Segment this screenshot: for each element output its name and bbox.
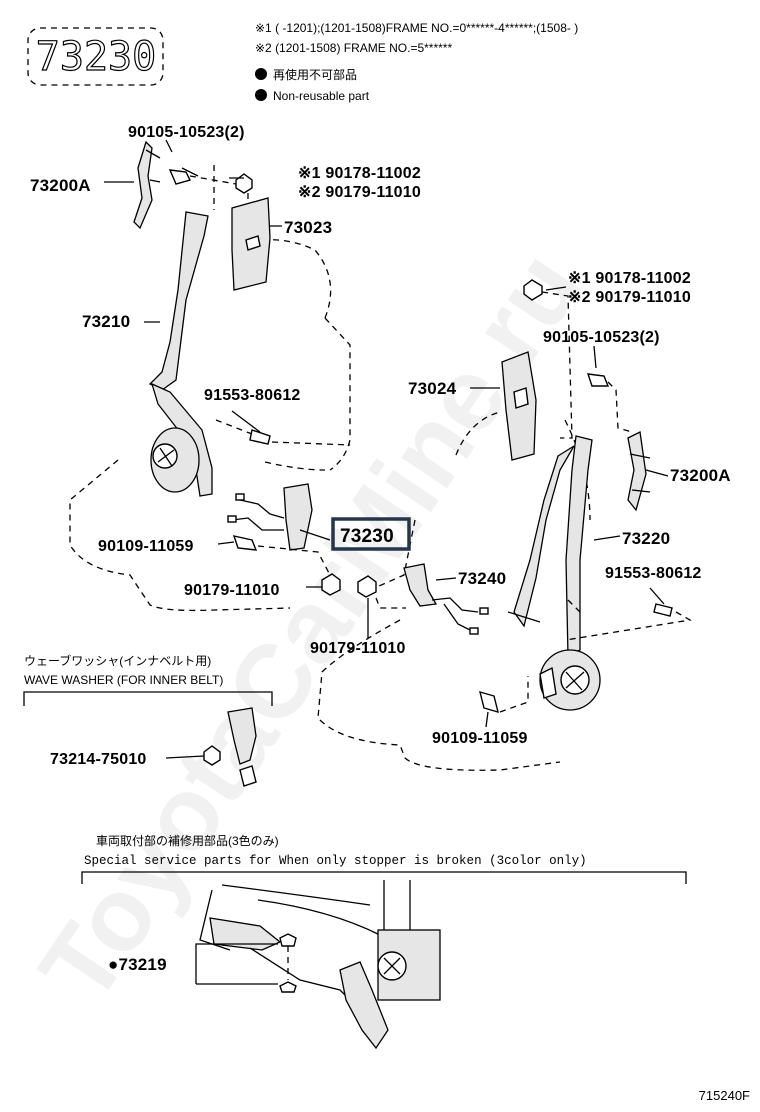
highlight-box	[331, 517, 411, 551]
special-title-jp: 車両取付部の補修用部品(3色のみ)	[96, 833, 279, 848]
right-nut-upper	[523, 279, 543, 301]
special-title-en: Special service parts for When only stop…	[84, 854, 587, 868]
label-cover-left: 73023	[284, 218, 332, 237]
right-anchor-73200A	[627, 431, 651, 512]
left-seat-outline	[69, 239, 351, 612]
special-bracket	[81, 871, 687, 884]
right-cover-73024	[501, 351, 537, 461]
non-reusable-dot-icon	[255, 89, 267, 101]
left-anchor-73200A	[133, 140, 161, 230]
left-nut-upper	[235, 173, 253, 194]
label-bolt-left: 90105-10523(2)	[128, 124, 245, 141]
label-buckle-right: 73240	[458, 569, 506, 588]
right-screw-dash	[565, 599, 692, 641]
wave-washer-part-label: 73214-75010	[50, 751, 147, 768]
right-belt-73220	[507, 435, 601, 711]
right-lower-dash	[375, 597, 529, 713]
right-leader-lines	[367, 286, 669, 728]
figure-id: 715240F	[699, 1088, 750, 1103]
note-1: ※1 ( -1201);(1201-1508)FRAME NO.=0******…	[255, 21, 578, 35]
right-upper-dash	[541, 291, 573, 439]
label-anchor-right: 73200A	[670, 466, 731, 485]
label-nut-right-low: 90179-11010	[310, 640, 406, 657]
right-seat-outline	[317, 411, 591, 771]
label-buckle-left: 73230	[340, 526, 394, 547]
legend-jp: 再使用不可部品	[273, 67, 357, 82]
right-buckle-73240	[403, 563, 489, 635]
wave-washer-part	[203, 745, 221, 766]
header-code-box: 73230	[27, 27, 164, 86]
left-screw-dash	[215, 419, 351, 446]
note-2: ※2 (1201-1508) FRAME NO.=5******	[255, 41, 452, 55]
label-belt-left: 73210	[82, 312, 130, 331]
right-screw-91553	[653, 603, 673, 617]
label-nut-right-2: ※2 90179-11010	[568, 289, 691, 306]
label-bolt-right-low: 90109-11059	[432, 730, 528, 747]
label-nut-left-2: ※2 90179-11010	[298, 184, 421, 201]
label-cover-right: 73024	[408, 379, 457, 398]
non-reusable-dot-icon	[255, 68, 267, 80]
right-nut-lower	[357, 575, 377, 598]
left-cover-73023	[231, 197, 271, 291]
right-bolt-lower	[479, 690, 499, 714]
special-detail-drawing	[199, 880, 441, 1050]
label-screw-right: 91553-80612	[605, 565, 702, 582]
label-bolt-left-low: 90109-11059	[98, 538, 194, 555]
label-nut-right-1: ※1 90178-11002	[568, 270, 691, 287]
left-buckle-73230	[227, 483, 313, 551]
legend-en: Non-reusable part	[273, 89, 370, 103]
label-nut-left-low: 90179-11010	[184, 582, 280, 599]
code-box-text: 73230	[36, 34, 156, 80]
left-lower-dash	[257, 545, 331, 576]
right-bolt-dash	[607, 381, 633, 433]
label-anchor-left: 73200A	[30, 176, 91, 195]
wave-washer-leader	[165, 755, 205, 759]
special-leader	[195, 943, 278, 985]
label-nut-left-1: ※1 90178-11002	[298, 165, 421, 182]
label-belt-right: 73220	[622, 529, 670, 548]
label-bolt-right: 90105-10523(2)	[543, 329, 660, 346]
label-screw-left: 91553-80612	[204, 387, 301, 404]
special-part-label: ●73219	[108, 955, 167, 974]
wave-washer-title-jp: ウェーブワッシャ(インナベルト用)	[24, 653, 211, 668]
left-leader-lines	[104, 139, 331, 588]
left-bolt-upper	[168, 167, 199, 185]
left-nut-lower	[321, 573, 341, 596]
watermark-text: ToyotaCarMine.ru	[18, 231, 604, 1022]
wave-washer-title-en: WAVE WASHER (FOR INNER BELT)	[24, 673, 223, 687]
left-screw-91553	[249, 429, 271, 445]
wave-washer-bracket	[23, 691, 273, 706]
left-belt-73210	[148, 211, 213, 497]
wave-washer-buckle	[227, 707, 257, 787]
right-bolt-upper	[586, 373, 610, 387]
left-bolt-lower	[232, 535, 258, 551]
